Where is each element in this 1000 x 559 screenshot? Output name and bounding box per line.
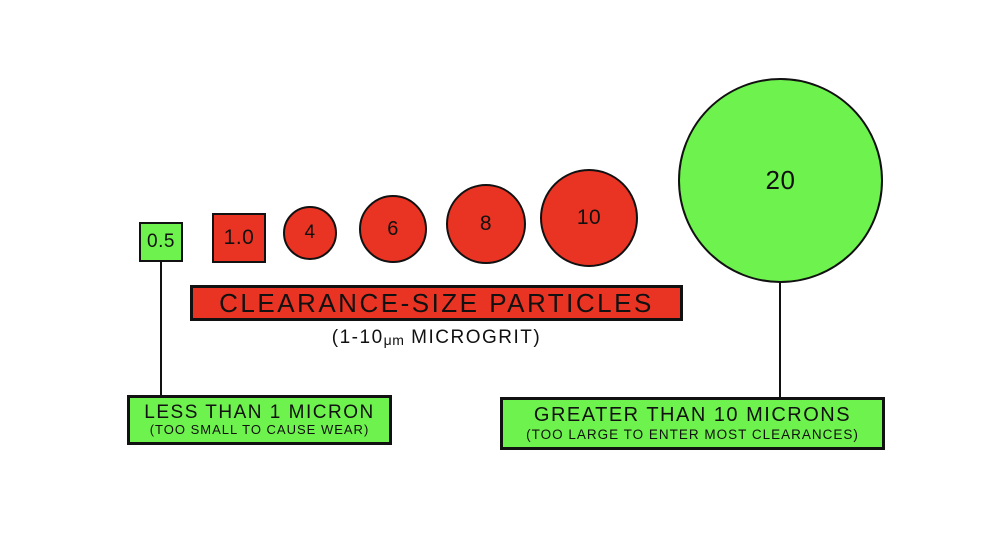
particle-label-10: 10 <box>576 206 602 229</box>
particle-circle-6: 6 <box>359 195 427 263</box>
subtitle-micron-unit: μm <box>383 332 405 348</box>
connector-line-left <box>160 261 162 397</box>
callout-left-subtitle: (TOO SMALL TO CAUSE WEAR) <box>149 422 370 438</box>
particle-circle-4: 4 <box>283 206 337 260</box>
connector-line-right <box>779 282 781 399</box>
callout-less-than-1-micron: LESS THAN 1 MICRON (TOO SMALL TO CAUSE W… <box>127 395 392 445</box>
particle-label-20: 20 <box>765 165 796 195</box>
particle-label-8: 8 <box>479 212 493 235</box>
callout-right-title: GREATER THAN 10 MICRONS <box>533 404 852 427</box>
particle-label-0.5: 0.5 <box>147 231 175 252</box>
particle-label-6: 6 <box>387 217 399 240</box>
particle-square-0.5: 0.5 <box>139 222 183 262</box>
callout-greater-than-10-microns: GREATER THAN 10 MICRONS (TOO LARGE TO EN… <box>500 397 885 450</box>
title-banner-label: CLEARANCE-SIZE PARTICLES <box>219 287 654 318</box>
particle-square-1.0: 1.0 <box>212 213 266 263</box>
particle-circle-10: 10 <box>540 169 638 267</box>
particle-circle-8: 8 <box>446 184 526 264</box>
subtitle-prefix: (1-10 <box>331 327 384 348</box>
title-banner: CLEARANCE-SIZE PARTICLES <box>190 285 683 321</box>
callout-right-subtitle: (TOO LARGE TO ENTER MOST CLEARANCES) <box>526 427 859 443</box>
callout-left-title: LESS THAN 1 MICRON <box>144 401 375 423</box>
particle-label-1.0: 1.0 <box>223 226 255 249</box>
particle-label-4: 4 <box>304 222 316 243</box>
subtitle-suffix: MICROGRIT) <box>404 327 542 348</box>
particle-circle-20: 20 <box>678 78 883 283</box>
subtitle: (1-10μm MICROGRIT) <box>190 327 683 349</box>
